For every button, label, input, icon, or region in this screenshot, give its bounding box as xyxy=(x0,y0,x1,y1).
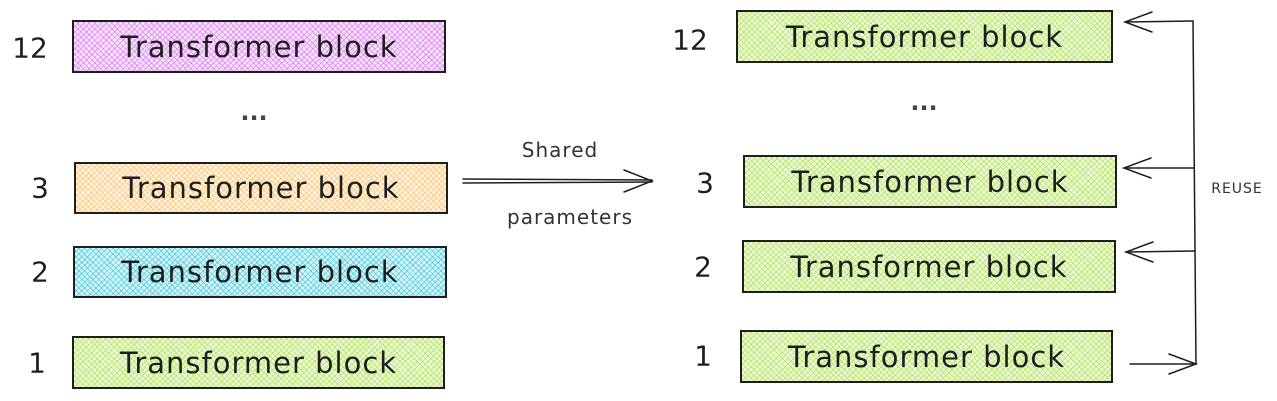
shared-parameters-arrow xyxy=(462,169,655,193)
reuse-arrow-3 xyxy=(1121,157,1195,179)
left-transformer-block-1: Transformer block xyxy=(72,336,445,389)
reuse-vertical-line xyxy=(1192,20,1197,365)
left-transformer-block-2: Transformer block xyxy=(73,246,447,298)
shared-label: Shared xyxy=(521,138,599,162)
right-index-12: 12 xyxy=(672,23,708,57)
right-index-3: 3 xyxy=(696,166,714,200)
left-index-3: 3 xyxy=(31,171,49,205)
right-ellipsis: ... xyxy=(910,88,938,116)
right-transformer-block-2: Transformer block xyxy=(742,240,1116,293)
right-index-2: 2 xyxy=(694,250,712,284)
left-ellipsis: ... xyxy=(240,98,268,126)
parameters-label: parameters xyxy=(506,205,634,229)
right-transformer-block-3: Transformer block xyxy=(743,155,1117,208)
reuse-arrow-12 xyxy=(1122,11,1194,33)
left-index-12: 12 xyxy=(12,31,48,65)
reuse-arrow-1 xyxy=(1129,353,1199,375)
left-index-1: 1 xyxy=(28,346,46,380)
reuse-arrow-2 xyxy=(1123,241,1196,263)
right-index-1: 1 xyxy=(694,339,712,373)
right-transformer-block-12: Transformer block xyxy=(736,10,1113,63)
left-transformer-block-12: Transformer block xyxy=(72,20,446,73)
left-index-2: 2 xyxy=(31,255,49,289)
right-transformer-block-1: Transformer block xyxy=(740,330,1113,383)
reuse-label: REUSE xyxy=(1211,181,1263,197)
left-transformer-block-3: Transformer block xyxy=(74,162,448,214)
